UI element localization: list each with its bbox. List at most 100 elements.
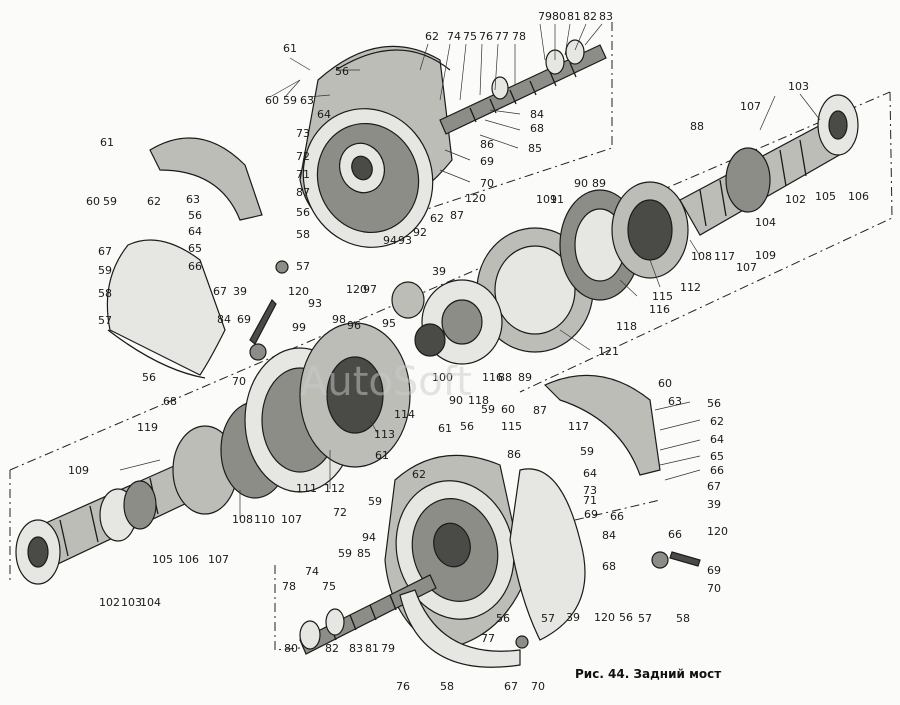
callout-number: 62 [425,30,439,43]
callout-number: 102 [99,596,120,609]
callout-number: 109 [68,464,89,477]
callout-number: 120 [288,285,309,298]
callout-number: 58 [296,228,310,241]
callout-number: 82 [583,10,597,23]
callout-number: 56 [142,371,156,384]
callout-number: 103 [788,80,809,93]
callout-number: 70 [707,582,721,595]
leader-line [479,43,483,96]
callout-number: 68 [530,122,544,135]
callout-number: 87 [296,186,310,199]
lower-right-brake-band [509,374,701,641]
callout-number: 67 [213,285,227,298]
callout-number: 117 [714,250,735,263]
callout-number: 98 [332,313,346,326]
callout-number: 113 [374,428,395,441]
callout-number: 56 [188,209,202,222]
callout-number: 70 [232,375,246,388]
leader-line [659,419,701,431]
leader-line [659,439,701,451]
leader-line [689,239,701,257]
callout-number: 62 [710,415,724,428]
callout-number: 120 [707,525,728,538]
callout-number: 115 [652,290,673,303]
leader-line [289,57,311,71]
callout-number: 107 [208,553,229,566]
leader-line [459,43,467,101]
leader-line [564,23,571,56]
callout-number: 65 [710,450,724,463]
leader-line [664,469,701,481]
callout-number: 79 [381,642,395,655]
callout-number: 64 [317,108,331,121]
callout-number: 71 [583,494,597,507]
callout-number: 120 [465,192,486,205]
callout-number: 81 [365,642,379,655]
callout-number: 60 [86,195,100,208]
callout-number: 69 [480,155,494,168]
leader-line [439,169,471,183]
callout-number: 119 [137,421,158,434]
callout-number: 39 [233,285,247,298]
upper-brake-drum [299,45,453,248]
callout-number: 105 [815,190,836,203]
callout-number: 90 [574,177,588,190]
callout-number: 57 [638,612,652,625]
callout-number: 100 [432,371,453,384]
callout-number: 81 [567,10,581,23]
callout-number: 99 [292,321,306,334]
callout-number: 61 [283,42,297,55]
callout-number: 105 [152,553,173,566]
leader-line [284,79,301,98]
leader-line [659,455,701,466]
callout-number: 63 [186,193,200,206]
callout-number: 75 [463,30,477,43]
callout-number: 59 [103,195,117,208]
callout-number: 66 [188,260,202,273]
callout-number: 61 [438,422,452,435]
leader-line [574,23,587,51]
callout-number: 59 [580,445,594,458]
callout-number: 85 [357,547,371,560]
callout-number: 84 [217,313,231,326]
lower-brake-drum [384,454,526,651]
callout-number: 120 [346,283,367,296]
leader-line [269,79,301,98]
callout-number: 85 [528,142,542,155]
callout-number: 62 [412,468,426,481]
leader-line [119,459,161,471]
leader-line [419,43,429,71]
upper-left-brake-band [106,137,289,379]
callout-number: 62 [147,195,161,208]
callout-number: 80 [284,642,298,655]
callout-number: 88 [498,371,512,384]
callout-number: 69 [237,313,251,326]
leader-line [649,259,661,288]
callout-number: 116 [482,371,503,384]
leader-line [484,119,521,131]
callout-number: 90 [449,394,463,407]
callout-number: 60 [265,94,279,107]
callout-number: 112 [680,281,701,294]
callout-number: 107 [740,100,761,113]
callout-number: 118 [616,320,637,333]
callout-number: 115 [501,420,522,433]
figure-caption: Рис. 44. Задний мост [575,667,721,681]
callout-number: 62 [430,212,444,225]
callout-number: 59 [481,403,495,416]
callout-number: 102 [785,193,806,206]
leader-line [444,149,471,161]
callout-number: 104 [755,216,776,229]
upper-axle-stud [439,39,607,135]
callout-number: 59 [368,495,382,508]
callout-number: 72 [333,506,347,519]
callout-number: 112 [324,482,345,495]
callout-number: 68 [163,395,177,408]
callout-number: 108 [232,513,253,526]
leader-lines [119,23,821,519]
callout-number: 103 [121,596,142,609]
callout-number: 58 [98,287,112,300]
callout-number: 94 [383,234,397,247]
